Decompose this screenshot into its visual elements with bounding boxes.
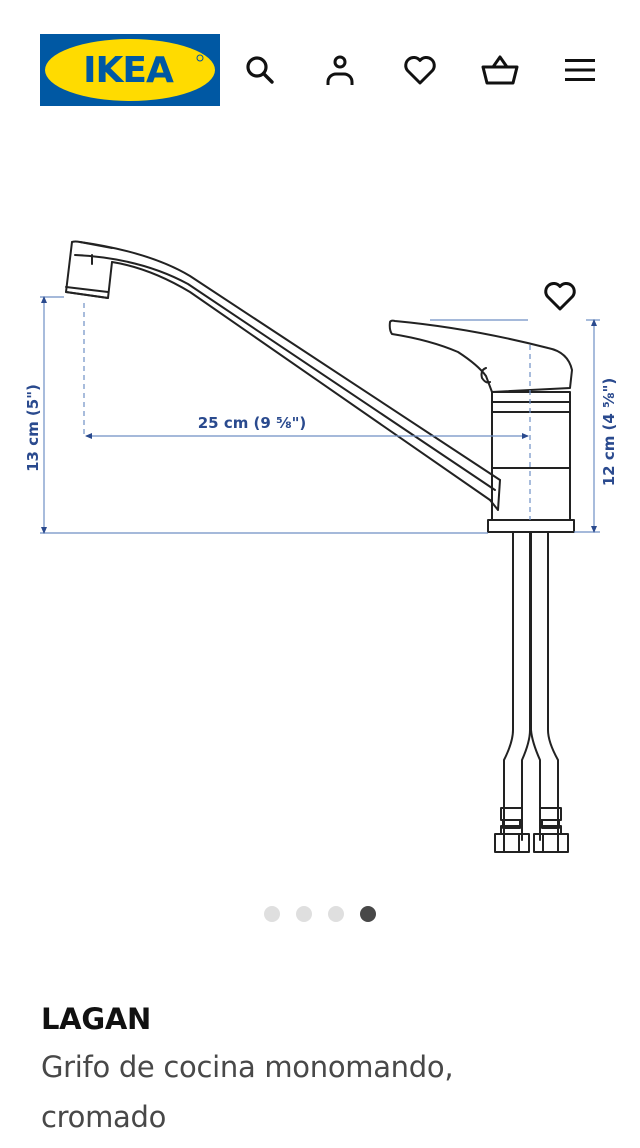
heart-icon — [544, 282, 576, 311]
carousel-dot-3[interactable] — [328, 906, 344, 922]
body-height-dimension-label: 12 cm (4 ⅝") — [600, 378, 618, 487]
product-description-line-1: Grifo de cocina monomando, — [41, 1050, 454, 1084]
spout-height-dimension-label: 13 cm (5") — [24, 384, 42, 472]
menu-icon — [565, 59, 595, 81]
product-description: Grifo de cocina monomando, cromado — [41, 1042, 601, 1142]
heart-icon — [404, 56, 436, 85]
product-summary: LAGAN Grifo de cocina monomando, cromado — [41, 1000, 601, 1142]
menu-button[interactable] — [560, 50, 600, 90]
product-image-gallery[interactable]: 25 cm (9 ⅝") 13 cm (5") 12 cm (4 ⅝") — [0, 140, 640, 880]
search-button[interactable] — [240, 50, 280, 90]
search-icon — [246, 56, 274, 84]
carousel-dot-4-active[interactable] — [360, 906, 376, 922]
favourites-button[interactable] — [400, 50, 440, 90]
account-button[interactable] — [320, 50, 360, 90]
reach-dimension-label: 25 cm (9 ⅝") — [198, 414, 307, 432]
product-name: LAGAN — [41, 1002, 151, 1036]
carousel-dot-2[interactable] — [296, 906, 312, 922]
product-description-line-2: cromado — [41, 1100, 167, 1134]
logo-text: IKEA — [83, 50, 174, 91]
ikea-logo[interactable]: IKEA — [40, 34, 220, 106]
faucet-dimension-drawing: 25 cm (9 ⅝") 13 cm (5") 12 cm (4 ⅝") — [24, 240, 618, 853]
basket-icon — [481, 55, 519, 85]
add-to-favourites-button[interactable] — [538, 274, 582, 318]
account-icon — [326, 55, 354, 85]
basket-button[interactable] — [480, 50, 520, 90]
carousel-pagination — [0, 906, 640, 926]
site-header: IKEA — [0, 0, 640, 140]
carousel-dot-1[interactable] — [264, 906, 280, 922]
